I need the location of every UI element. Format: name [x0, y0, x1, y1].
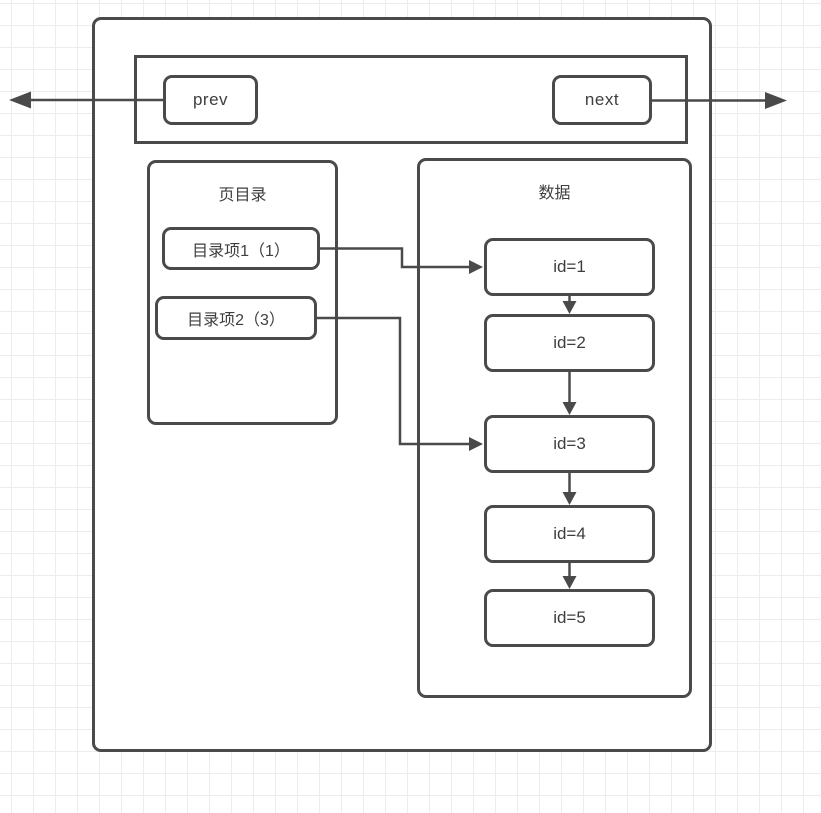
directory-panel: 页目录 — [147, 160, 338, 425]
data-node-id1: id=1 — [484, 238, 655, 296]
data-panel-title: 数据 — [538, 185, 571, 202]
prev-button: prev — [163, 75, 258, 125]
next-button: next — [552, 75, 652, 125]
data-node-id2: id=2 — [484, 314, 655, 372]
arrow-left-icon — [9, 91, 31, 109]
arrow-right-icon — [765, 92, 787, 109]
data-node-id4: id=4 — [484, 505, 655, 563]
data-node-id5: id=5 — [484, 589, 655, 647]
directory-item-1: 目录项1（1） — [162, 227, 320, 270]
directory-item-2: 目录项2（3） — [155, 296, 317, 340]
data-node-id3: id=3 — [484, 415, 655, 473]
directory-panel-title: 页目录 — [218, 187, 267, 204]
